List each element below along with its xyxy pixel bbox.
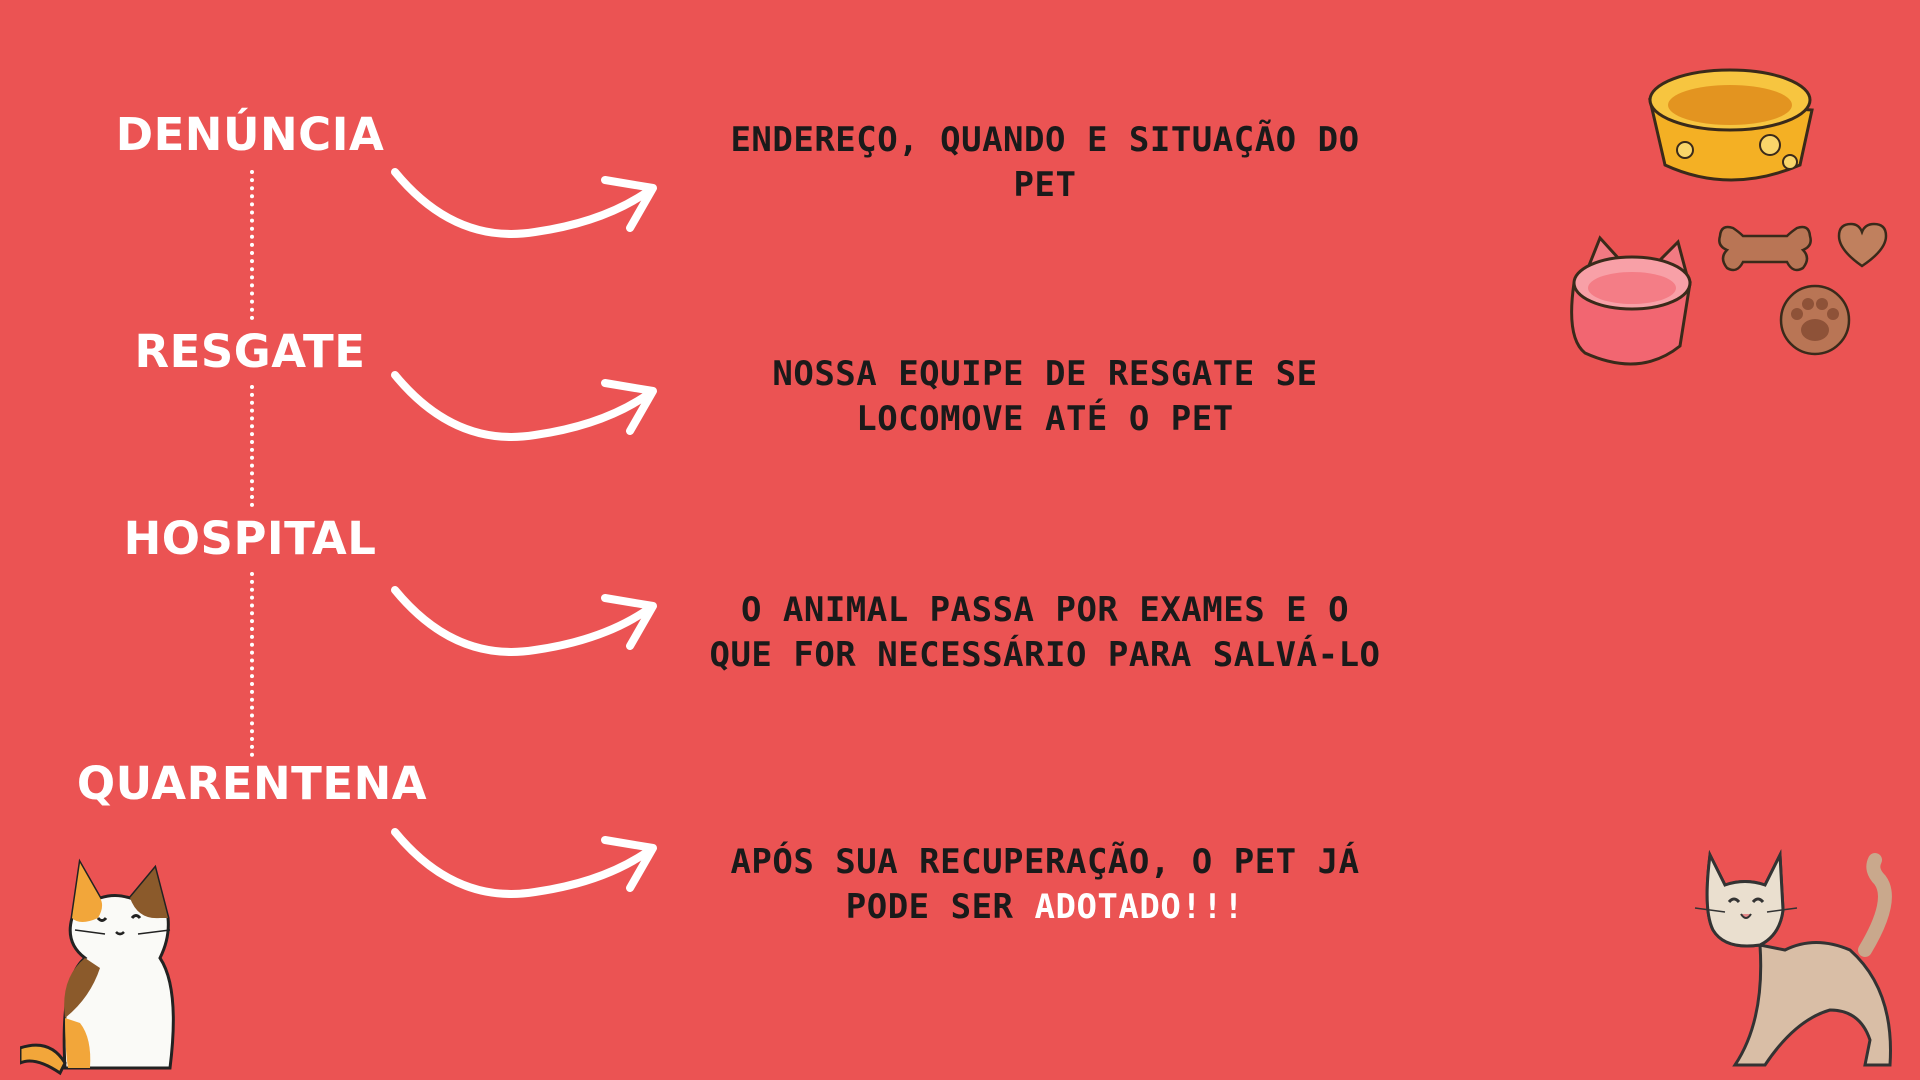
connector-line-2 — [250, 385, 254, 507]
heart-treat-icon — [1837, 222, 1888, 268]
calico-cat-illustration — [20, 858, 175, 1076]
arrow-icon — [391, 586, 657, 656]
step-label-hospital: HOSPITAL — [123, 512, 377, 565]
step-description-resgate: NOSSA EQUIPE DE RESGATE SE LOCOMOVE ATÉ … — [772, 354, 1318, 439]
description-text: APÓS SUA RECUPERAÇÃO, O PET JÁ PODE SER — [730, 842, 1360, 927]
arrow-icon — [391, 828, 657, 898]
adoption-highlight: ADOTADO!!! — [1034, 887, 1245, 927]
pet-bowl-yellow-icon — [1648, 68, 1814, 182]
connector-line-1 — [250, 170, 254, 320]
paw-treat-icon — [1779, 284, 1851, 356]
step-label-quarentena: QUARENTENA — [76, 757, 428, 810]
pet-bowl-pink-icon — [1570, 235, 1692, 366]
step-label-resgate: RESGATE — [134, 325, 366, 378]
connector-line-3 — [250, 572, 254, 757]
bone-treat-icon — [1718, 225, 1812, 272]
beige-cat-illustration — [1694, 849, 1892, 1067]
step-label-denuncia: DENÚNCIA — [115, 108, 385, 161]
step-description-hospital: O ANIMAL PASSA POR EXAMES E O QUE FOR NE… — [709, 590, 1381, 675]
step-description-denuncia: ENDEREÇO, QUANDO E SITUAÇÃO DO PET — [730, 120, 1360, 205]
arrow-icon — [391, 371, 657, 441]
step-description-quarentena: APÓS SUA RECUPERAÇÃO, O PET JÁ PODE SER … — [700, 840, 1390, 930]
arrow-icon — [391, 168, 657, 238]
